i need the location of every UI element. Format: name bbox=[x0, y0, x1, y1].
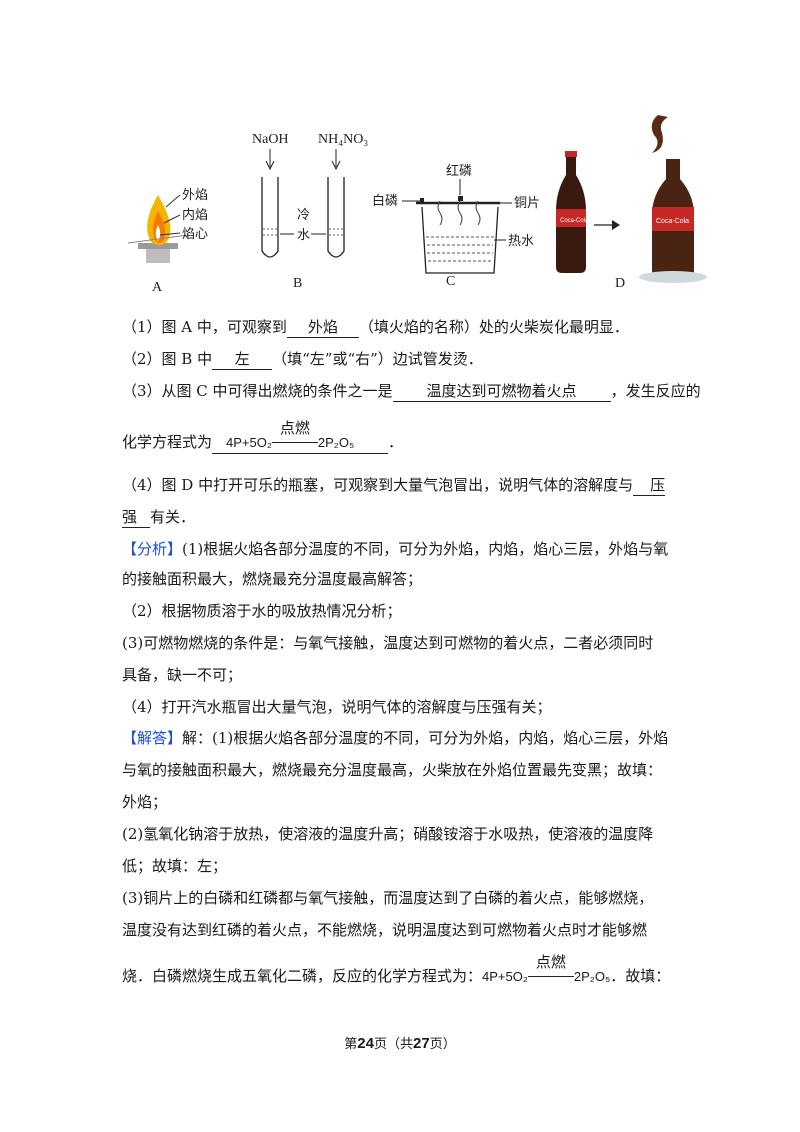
question-3: （3）从图 C 中可得出燃烧的条件之一是温度达到可燃物着火点，发生反应的 bbox=[122, 381, 701, 402]
question-4: （4）图 D 中打开可乐的瓶塞，可观察到大量气泡冒出，说明气体的溶解度与压 bbox=[122, 475, 666, 496]
footer-total-pages: 27 bbox=[413, 1035, 430, 1052]
figure-d-cola: Coca-Cola Coca-Cola D bbox=[556, 115, 707, 291]
solution-equation-right: 2P₂O₅ bbox=[573, 969, 611, 984]
equation-right: 2P₂O₅ bbox=[317, 435, 355, 450]
question-3-equation: 4P+5O₂ 点燃 2P₂O₅ bbox=[212, 419, 389, 454]
solution-line-3: 外焰； bbox=[122, 793, 168, 811]
question-3-prefix: （3）从图 C 中可得出燃烧的条件之一是 bbox=[122, 382, 393, 400]
question-4-prefix: （4）图 D 中打开可乐的瓶塞，可观察到大量气泡冒出，说明气体的溶解度与 bbox=[122, 476, 634, 494]
question-1: （1）图 A 中，可观察到外焰（填火焰的名称）处的火柴炭化最明显． bbox=[122, 317, 629, 338]
solution-equation-arrow bbox=[527, 976, 574, 977]
solution-equation-condition-text: 点燃 bbox=[535, 953, 566, 971]
solution-last-prefix: 烧．白磷燃烧生成五氧化二磷，反应的化学方程式为： bbox=[122, 967, 483, 985]
flame-label-inner: 焰心 bbox=[182, 227, 208, 242]
question-4-answer-b: 强 bbox=[122, 507, 150, 528]
figure-c-beaker: 红磷 白磷 铜片 热水 C bbox=[372, 163, 540, 289]
footer-pre: 第 bbox=[344, 1037, 358, 1052]
question-2-answer: 左 bbox=[212, 349, 273, 370]
question-2-prefix: （2）图 B 中 bbox=[122, 350, 213, 368]
equation-left: 4P+5O₂ bbox=[226, 435, 272, 450]
solution-equation-left: 4P+5O₂ bbox=[482, 969, 528, 984]
question-2-suffix: （填“左”或“右”）边试管发烫． bbox=[272, 350, 483, 368]
analysis-line-2: 的接触面积最大，燃烧最充分温度最高解答； bbox=[122, 570, 423, 588]
footer-post: 页） bbox=[429, 1037, 456, 1052]
question-3-suffix: ，发生反应的 bbox=[610, 382, 701, 400]
question-4-suffix: 有关． bbox=[150, 508, 196, 526]
solution-line-1: 【解答】解：(1)根据火焰各部分温度的不同，可分为外焰，内焰，焰心三层，外焰 bbox=[122, 728, 668, 748]
solution-line-7: 温度没有达到红磷的着火点，不能燃烧，说明温度达到可燃物着火点时才能够燃 bbox=[122, 921, 648, 939]
label-hot-water: 热水 bbox=[508, 234, 534, 249]
reagent-naoh: NaOH bbox=[252, 132, 289, 147]
figure-b-test-tubes: NaOH NH₄NO₃ 冷 水 B bbox=[252, 132, 368, 291]
question-3-equation-line: 化学方程式为 4P+5O₂ 点燃 2P₂O₅ ． bbox=[122, 419, 404, 454]
question-4-cont: 强有关． bbox=[122, 507, 195, 528]
question-4-answer-a: 压 bbox=[633, 475, 666, 496]
analysis-tag: 【分析】 bbox=[122, 540, 183, 558]
equation-arrow bbox=[271, 442, 318, 443]
figure-a-flame: 外焰 内焰 焰心 A bbox=[127, 188, 208, 295]
equation-condition-text: 点燃 bbox=[279, 419, 310, 437]
analysis-line-4: (3)可燃物燃烧的条件是：与氧气接触，温度达到可燃物的着火点，二者必须同时 bbox=[122, 634, 654, 652]
figure-d-label: D bbox=[615, 276, 625, 291]
cola-brand-left: Coca-Cola bbox=[560, 218, 589, 224]
solution-line-4: (2)氢氧化钠溶于放热，使溶液的温度升高；硝酸铵溶于水吸热，使溶液的温度降 bbox=[122, 825, 654, 843]
water-char-2: 水 bbox=[297, 228, 310, 243]
label-red-phosphorus: 红磷 bbox=[446, 163, 472, 179]
figure-c-label: C bbox=[446, 274, 455, 289]
figure-b-label: B bbox=[293, 276, 302, 291]
page-footer: 第24页（共27页） bbox=[0, 1033, 800, 1052]
solution-tag: 【解答】 bbox=[122, 729, 183, 747]
solution-line-5: 低；故填：左； bbox=[122, 857, 228, 875]
question-2: （2）图 B 中左（填“左”或“右”）边试管发烫． bbox=[122, 349, 483, 370]
question-3-answer: 温度达到可燃物着火点 bbox=[392, 381, 611, 402]
solution-text-1: 解：(1)根据火焰各部分温度的不同，可分为外焰，内焰，焰心三层，外焰 bbox=[182, 729, 669, 747]
solution-equation-condition: 点燃 bbox=[527, 953, 574, 987]
analysis-line-1: 【分析】(1)根据火焰各部分温度的不同，可分为外焰，内焰，焰心三层，外焰与氧 bbox=[122, 539, 668, 559]
analysis-line-3: （2）根据物质溶于水的吸放热情况分析； bbox=[122, 602, 402, 620]
reagent-nh4no3: NH₄NO₃ bbox=[318, 132, 368, 147]
equation-condition: 点燃 bbox=[271, 419, 318, 453]
cola-brand-right: Coca-Cola bbox=[656, 218, 689, 225]
analysis-line-6: （4）打开汽水瓶冒出大量气泡，说明气体的溶解度与压强有关； bbox=[122, 698, 552, 716]
solution-last-suffix: ．故填： bbox=[610, 967, 671, 985]
question-3-equation-suffix: ． bbox=[388, 433, 404, 451]
footer-page-number: 24 bbox=[357, 1035, 374, 1052]
question-3-equation-prefix: 化学方程式为 bbox=[122, 433, 213, 451]
solution-line-8: 烧．白磷燃烧生成五氧化二磷，反应的化学方程式为：4P+5O₂ 点燃 2P₂O₅．故… bbox=[122, 953, 671, 987]
solution-line-6: (3)铜片上的白磷和红磷都与氧气接触，而温度达到了白磷的着火点，能够燃烧， bbox=[122, 889, 654, 907]
flame-label-middle: 内焰 bbox=[182, 207, 208, 223]
analysis-line-5: 具备，缺一不可； bbox=[122, 666, 243, 684]
label-copper-plate: 铜片 bbox=[514, 196, 540, 211]
footer-mid: 页（共 bbox=[373, 1037, 413, 1052]
flame-label-outer: 外焰 bbox=[182, 188, 208, 203]
label-white-phosphorus: 白磷 bbox=[372, 193, 398, 209]
question-1-prefix: （1）图 A 中，可观察到 bbox=[122, 318, 287, 336]
figure-a-label: A bbox=[152, 280, 163, 295]
experiment-figure: 外焰 内焰 焰心 A NaOH NH₄NO₃ 冷 水 B 红 bbox=[127, 115, 707, 295]
question-1-suffix: （填火焰的名称）处的火柴炭化最明显． bbox=[358, 318, 629, 336]
analysis-text-1: (1)根据火焰各部分温度的不同，可分为外焰，内焰，焰心三层，外焰与氧 bbox=[182, 540, 669, 558]
question-1-answer: 外焰 bbox=[286, 317, 359, 338]
solution-line-2: 与氧的接触面积最大，燃烧最充分温度最高，火柴放在外焰位置最先变黑；故填： bbox=[122, 761, 663, 779]
water-char-1: 冷 bbox=[297, 208, 310, 223]
